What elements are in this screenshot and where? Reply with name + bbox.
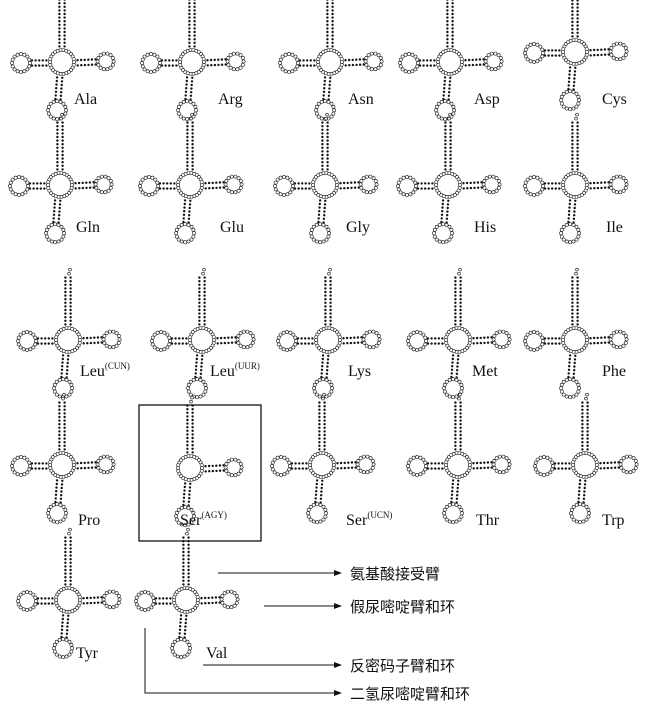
structure-label-base: Leu xyxy=(210,363,235,380)
trna-structure xyxy=(523,112,629,245)
structure-label: Ser(UCN) xyxy=(346,510,392,529)
structure-label: Met xyxy=(472,363,498,380)
structure-label: Glu xyxy=(220,219,244,236)
acceptor-arm-label: 氨基酸接受臂 xyxy=(350,565,440,583)
structure-label-base: Trp xyxy=(602,512,625,529)
structure-label: Asn xyxy=(348,91,374,108)
trna-structure xyxy=(406,392,512,525)
structure-label-base: Lys xyxy=(348,363,371,380)
structure-label: Thr xyxy=(476,512,500,529)
structure-label-base: Asp xyxy=(474,91,500,108)
structure-label-base: Gln xyxy=(76,219,100,236)
structure-label: Val xyxy=(206,645,228,662)
structure-label: Asp xyxy=(474,91,500,108)
structure-label-base: Ile xyxy=(606,219,623,236)
trna-structure xyxy=(523,267,629,400)
structure-label-base: Val xyxy=(206,645,228,662)
dihydrouridine-arrowhead xyxy=(334,690,342,696)
structure-label: Leu(UUR) xyxy=(210,361,260,380)
structure-label: His xyxy=(474,219,496,236)
structure-label: Cys xyxy=(602,91,627,108)
structure-label-base: Met xyxy=(472,363,498,380)
trna-structure xyxy=(398,0,504,122)
trna-structure xyxy=(273,112,379,245)
trna-structure xyxy=(10,0,116,122)
structure-label-base: Asn xyxy=(348,91,374,108)
dihydrouridine-arrow xyxy=(144,628,338,694)
structure-label: Gln xyxy=(76,219,100,236)
structure-label-base: Cys xyxy=(602,91,627,108)
anticodon-arm-label: 反密码子臂和环 xyxy=(350,657,455,675)
structure-label: Trp xyxy=(602,512,625,529)
structure-label: Lys xyxy=(348,363,371,380)
annotation-legend: 氨基酸接受臂 假尿嘧啶臂和环 反密码子臂和环 二氢尿嘧啶臂和环 xyxy=(144,565,470,703)
acceptor-arrowhead xyxy=(334,570,342,576)
structure-label-base: Gly xyxy=(346,219,370,236)
pseudouridine-arm-label: 假尿嘧啶臂和环 xyxy=(350,598,455,616)
structure-label-base: His xyxy=(474,219,496,236)
structure-label: Phe xyxy=(602,363,626,380)
structure-label-base: Glu xyxy=(220,219,244,236)
structure-label-base: Ser xyxy=(346,512,368,529)
structure-label: Ile xyxy=(606,219,623,236)
structure-label-superscript: (UCN) xyxy=(367,510,392,520)
trna-structure xyxy=(138,112,244,245)
trna-structure xyxy=(150,267,256,400)
structure-label: Arg xyxy=(218,91,243,108)
trna-structure xyxy=(16,527,122,660)
trna-structure xyxy=(16,267,122,400)
trna-structure xyxy=(270,392,376,525)
structure-label: Ala xyxy=(74,91,97,108)
highlight-box xyxy=(138,404,262,542)
structure-label-base: Thr xyxy=(476,512,500,529)
structure-label-base: Leu xyxy=(80,363,105,380)
pseudouridine-arrowhead xyxy=(334,603,342,609)
trna-structures xyxy=(8,0,639,660)
structure-label: Leu(CUN) xyxy=(80,361,130,380)
structure-label-base: Ala xyxy=(74,91,97,108)
structure-label: Tyr xyxy=(76,645,99,662)
trna-structure xyxy=(406,267,512,400)
trna-structure xyxy=(140,0,246,122)
trna-structure xyxy=(276,267,382,400)
structure-label-base: Pro xyxy=(78,512,100,529)
trna-structure xyxy=(10,392,116,525)
structure-label-superscript: (CUN) xyxy=(105,361,130,371)
structure-label-base: Tyr xyxy=(76,645,99,662)
structure-label-base: Phe xyxy=(602,363,626,380)
trna-structure xyxy=(278,0,384,122)
structure-label: Pro xyxy=(78,512,100,529)
dihydrouridine-arm-label: 二氢尿嘧啶臂和环 xyxy=(350,685,470,703)
structure-label-superscript: (AGY) xyxy=(201,510,227,520)
trna-structure xyxy=(134,527,240,660)
structure-label-superscript: (UUR) xyxy=(235,361,260,371)
structure-label-base: Arg xyxy=(218,91,243,108)
trna-structure xyxy=(523,0,629,112)
trna-structure xyxy=(533,392,639,525)
trna-structure xyxy=(174,395,244,528)
trna-structure xyxy=(8,112,114,245)
structure-label: Gly xyxy=(346,219,370,236)
structure-label: Ser(AGY) xyxy=(180,510,227,529)
anticodon-arrowhead xyxy=(334,662,342,668)
trna-structure xyxy=(396,112,502,245)
structure-label-base: Ser xyxy=(180,512,202,529)
